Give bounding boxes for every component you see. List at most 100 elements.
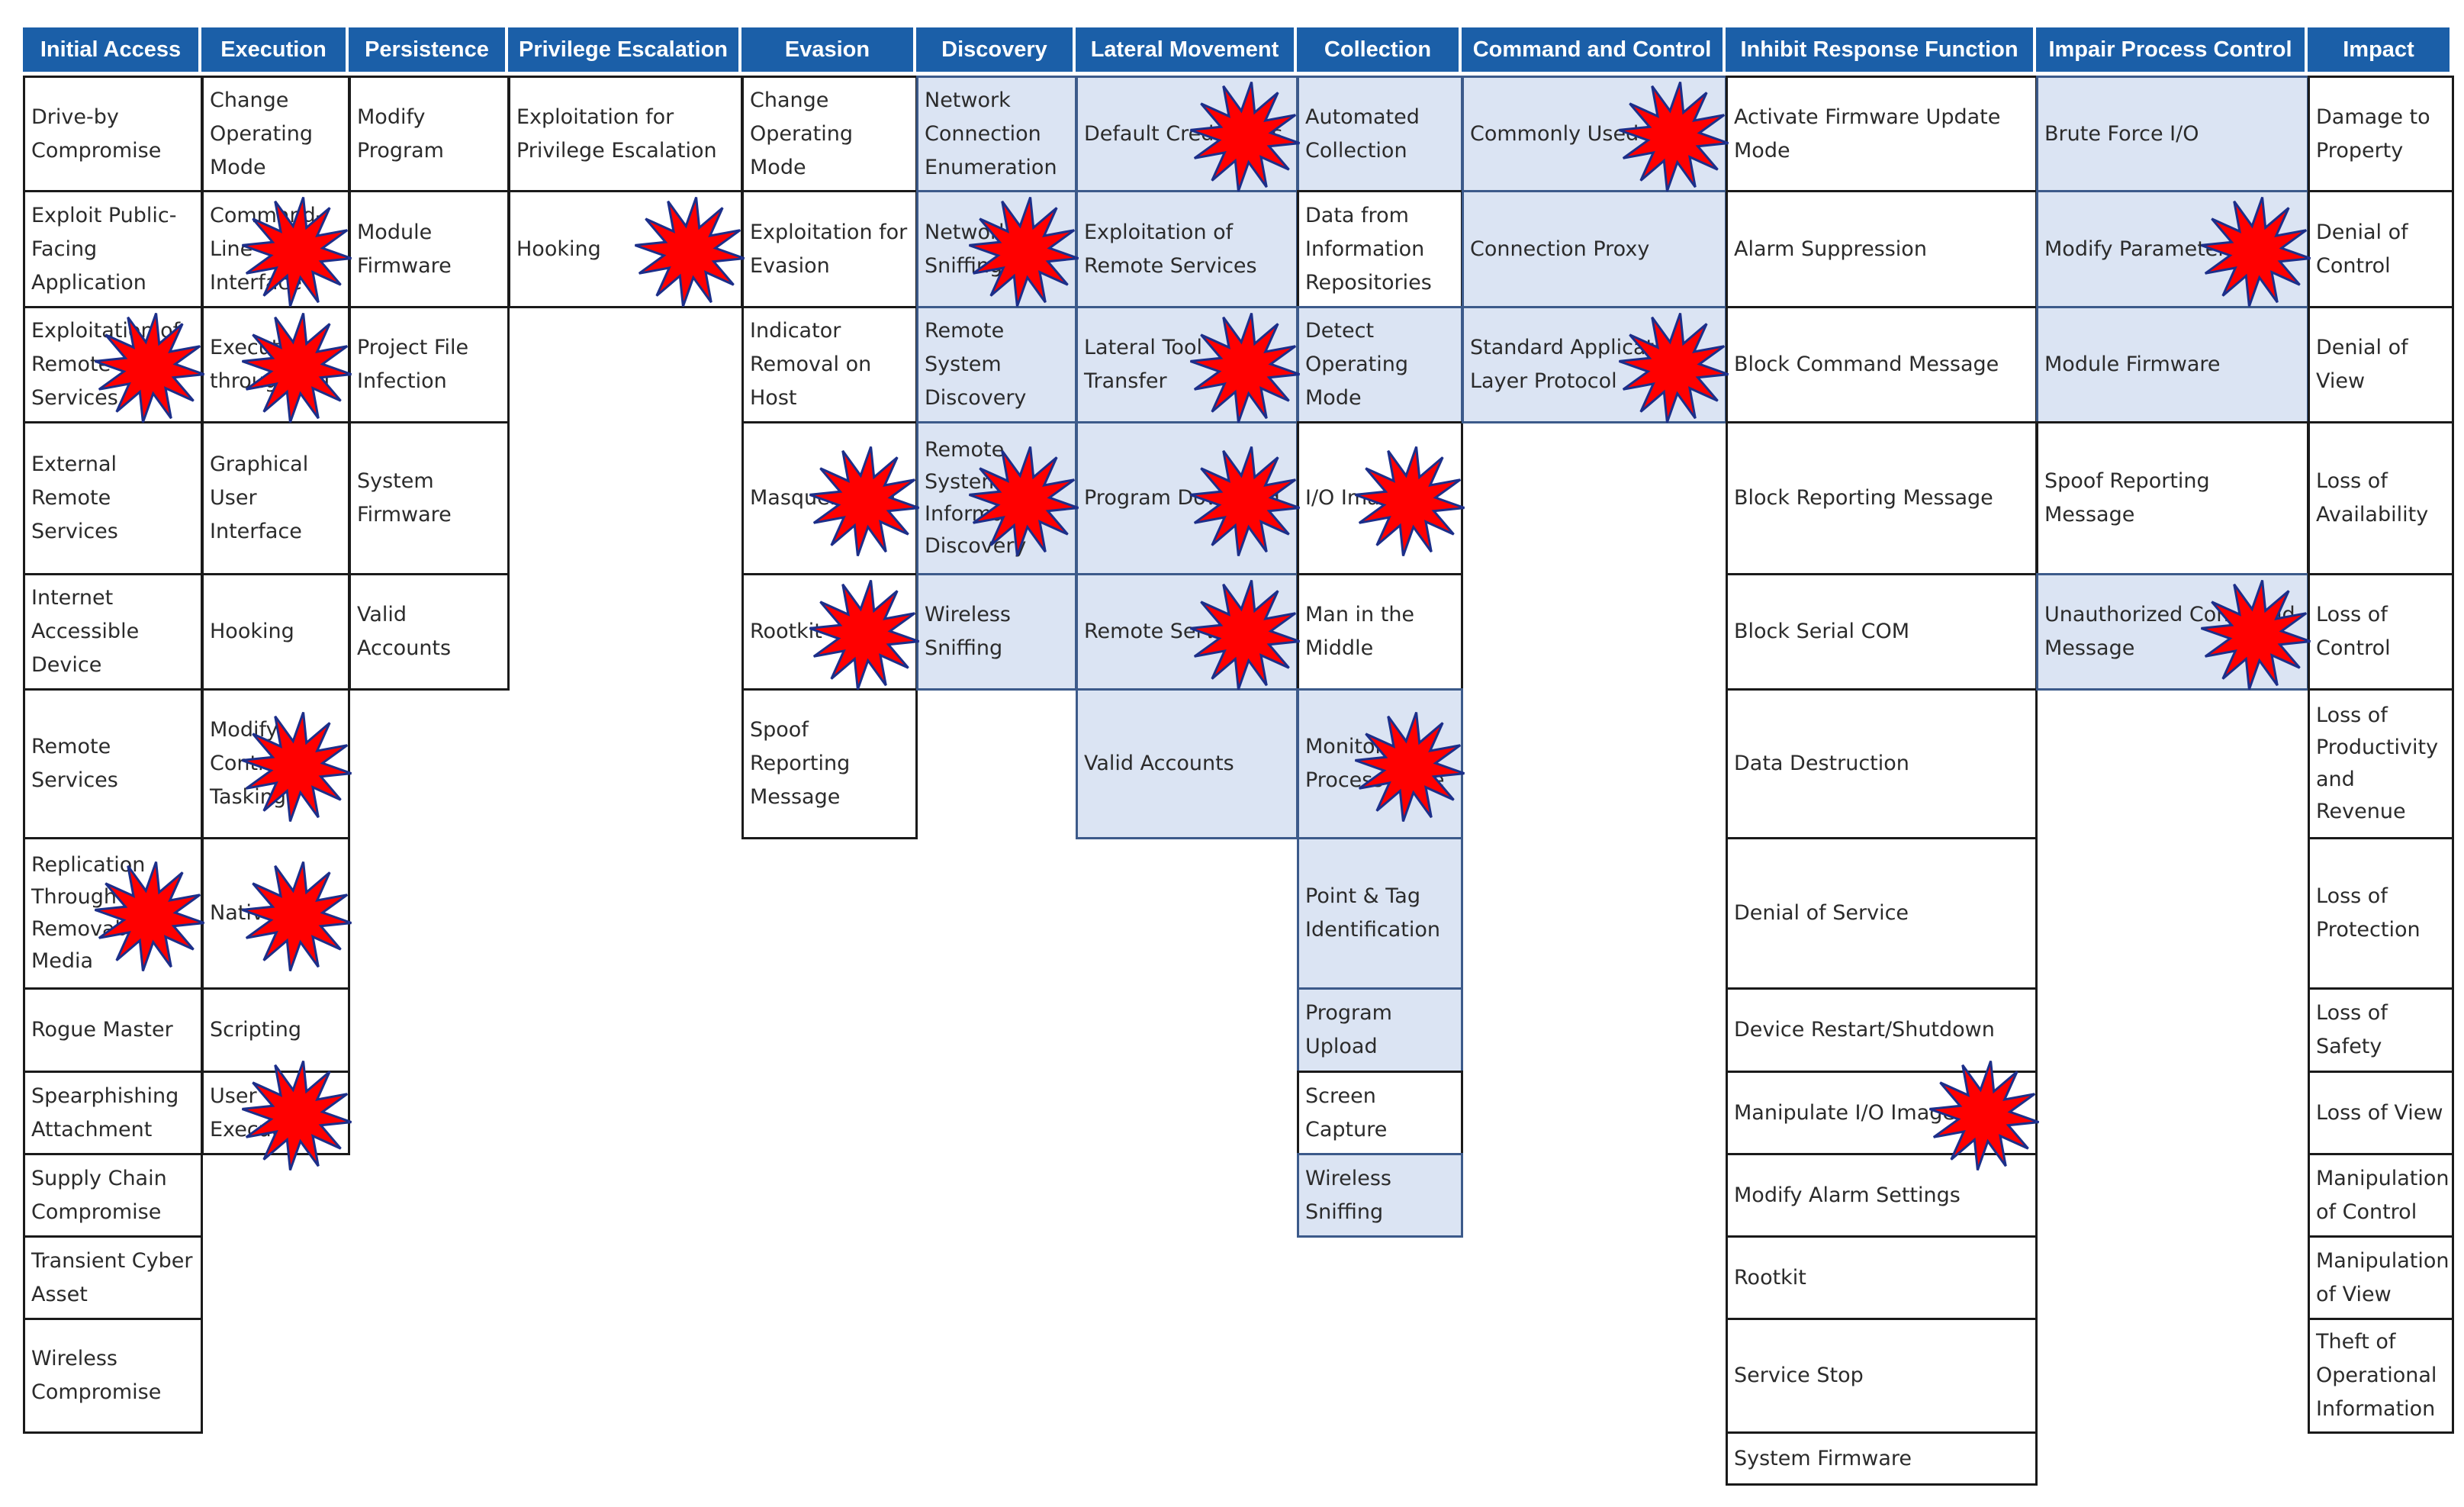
technique-cell[interactable]: Modify Alarm Settings xyxy=(1726,1153,2038,1238)
technique-cell[interactable]: Brute Force I/O xyxy=(2036,76,2309,192)
technique-label-line: Exploitation of xyxy=(1084,220,1234,244)
technique-cell[interactable]: Denial of Service xyxy=(1726,837,2038,990)
technique-label-line: System Firmware xyxy=(1734,1446,1912,1470)
technique-cell[interactable]: Alarm Suppression xyxy=(1726,190,2038,308)
technique-label-line: Commonly Used Port xyxy=(1470,121,1687,146)
technique-cell[interactable]: Block Reporting Message xyxy=(1726,421,2038,575)
technique-cell[interactable]: Masquerading xyxy=(741,421,918,575)
technique-cell[interactable]: Block Command Message xyxy=(1726,306,2038,423)
technique-cell[interactable]: Program Download xyxy=(1076,421,1298,575)
technique-cell[interactable]: Loss of View xyxy=(2308,1071,2454,1155)
technique-cell[interactable]: Valid Accounts xyxy=(1076,688,1298,839)
technique-cell[interactable]: Default Credentials xyxy=(1076,76,1298,192)
technique-cell[interactable]: Device Restart/Shutdown xyxy=(1726,987,2038,1073)
technique-label-line: Services xyxy=(31,386,118,410)
technique-label-line: Mode xyxy=(750,155,806,179)
technique-cell[interactable]: Scripting xyxy=(201,987,350,1073)
technique-cell[interactable]: Block Serial COM xyxy=(1726,573,2038,691)
technique-label: Rootkit xyxy=(750,615,822,649)
technique-cell[interactable]: Hooking xyxy=(508,190,743,308)
technique-label-line: Hooking xyxy=(516,237,601,261)
technique-cell[interactable]: Rootkit xyxy=(1726,1235,2038,1320)
technique-cell[interactable]: Module Firmware xyxy=(2036,306,2309,423)
technique-cell[interactable]: Service Stop xyxy=(1726,1318,2038,1434)
technique-cell[interactable]: System Firmware xyxy=(1726,1431,2038,1486)
technique-cell[interactable]: Remote Services xyxy=(1076,573,1298,691)
technique-cell[interactable]: Modify Parameter xyxy=(2036,190,2309,308)
technique-cell[interactable]: Data Destruction xyxy=(1726,688,2038,839)
technique-label-line: Block Reporting Message xyxy=(1734,486,1993,510)
technique-label-line: Program xyxy=(1305,1001,1392,1025)
technique-cell[interactable]: Hooking xyxy=(201,573,350,691)
technique-cell[interactable]: Rootkit xyxy=(741,573,918,691)
technique-cell[interactable]: Commonly Used Port xyxy=(1462,76,1727,192)
technique-cell[interactable]: Rogue Master xyxy=(23,987,203,1073)
technique-cell[interactable]: Manipulate I/O Image xyxy=(1726,1071,2038,1155)
technique-cell[interactable]: I/O Image xyxy=(1297,421,1463,575)
technique-cell[interactable]: Connection Proxy xyxy=(1462,190,1727,308)
technique-cell[interactable]: Native API xyxy=(201,837,350,990)
